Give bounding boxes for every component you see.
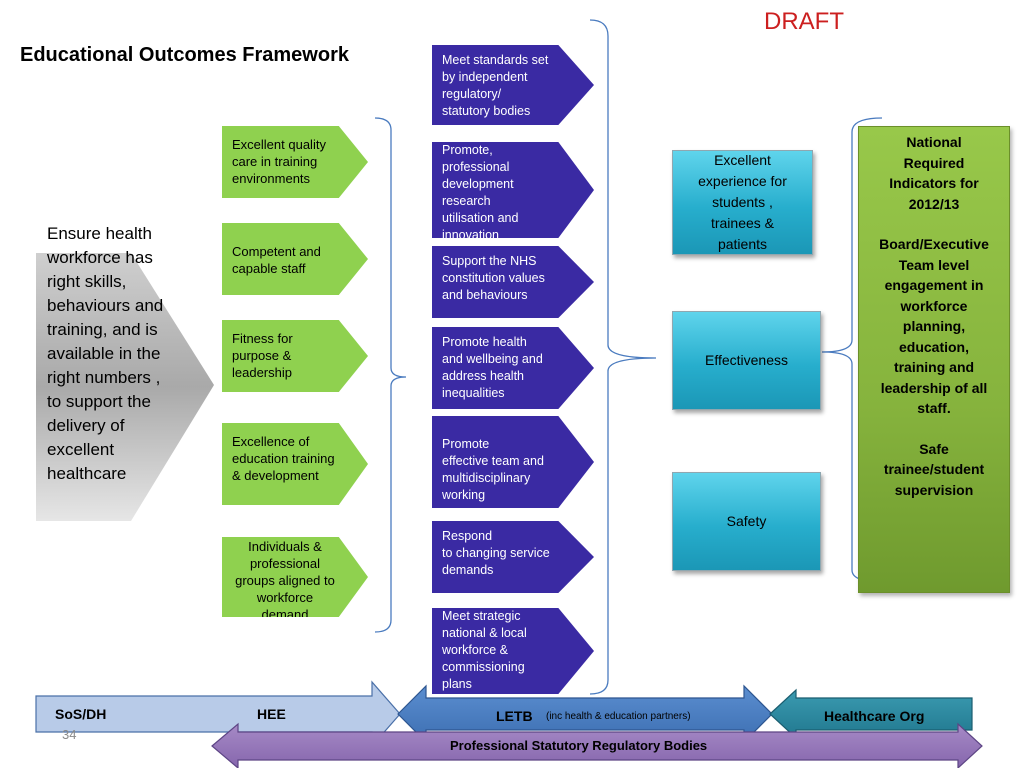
green-arrow-label: Excellence of education training & devel… [232,434,335,483]
national-board-engagement: Board/Executive Team level engagement in… [879,236,989,416]
psrb-arrow [211,722,983,768]
green-arrow-label: Competent and capable staff [232,244,321,276]
green-arrow-individuals-groups: Individuals & professional groups aligne… [222,537,368,617]
green-arrow-label: Fitness for purpose & leadership [232,331,293,380]
green-arrow-label: Individuals & professional groups aligne… [235,539,335,622]
letb-label: LETB [496,708,533,724]
outcome-label: Effectiveness [704,352,788,368]
outcome-label: Safety [726,513,767,529]
purple-arrow-label: Support the NHS constitution values and … [442,254,545,302]
sos-hee-arrow [35,680,401,748]
purple-arrow-label: Promote health and wellbeing and address… [442,335,543,400]
letb-note: (inc health & education partners) [546,711,691,722]
purple-arrow-changing-demands: Respond to changing service demands [432,521,594,593]
purple-arrow-label: Meet strategic national & local workforc… [442,609,527,691]
outcome-effectiveness: Effectiveness [672,311,821,410]
green-arrow-label: Excellent quality care in training envir… [232,137,326,186]
purple-arrow-label: Respond to changing service demands [442,529,550,577]
intro-arrow-shape [36,253,214,521]
intro-text: Ensure health workforce has right skills… [47,224,164,483]
slide-number: 34 [62,727,77,742]
hee-label: HEE [257,706,286,722]
page-title: Educational Outcomes Framework [20,44,349,66]
bottom-bars [35,680,983,768]
purple-group-bracket [589,19,657,695]
psrb-label: Professional Statutory Regulatory Bodies [450,738,708,753]
healthcare-org-label: Healthcare Org [824,708,925,724]
green-group-bracket [374,117,407,633]
purple-arrow-label: Meet standards set by independent regula… [442,53,549,118]
purple-arrow-nhs-constitution: Support the NHS constitution values and … [432,246,594,318]
outcome-excellent-experience: Excellent experience for students , trai… [672,150,813,255]
sos-dh-label: SoS/DH [55,706,107,722]
national-heading: National Required Indicators for 2012/13 [889,134,979,212]
national-indicators-box: National Required Indicators for 2012/13… [858,126,1010,593]
purple-arrow-label: Promote, professional development resear… [442,143,519,242]
draft-label: DRAFT [764,8,844,35]
national-safe-supervision: Safe trainee/student supervision [883,440,985,498]
green-arrow-quality-care: Excellent quality care in training envir… [222,126,368,198]
green-arrow-excellence-education: Excellence of education training & devel… [222,423,368,505]
purple-arrow-team-working: Promote effective team and multidiscipli… [432,416,594,508]
outcome-label: Excellent experience for students , trai… [698,152,787,252]
green-arrow-fitness-purpose: Fitness for purpose & leadership [222,320,368,392]
purple-arrow-health-wellbeing: Promote health and wellbeing and address… [432,327,594,409]
purple-arrow-strategic-plans: Meet strategic national & local workforc… [432,608,594,694]
green-arrow-competent-staff: Competent and capable staff [222,223,368,295]
purple-arrow-professional-development: Promote, professional development resear… [432,142,594,238]
outcome-safety: Safety [672,472,821,571]
purple-arrow-label: Promote effective team and multidiscipli… [442,437,544,502]
purple-arrow-meet-standards: Meet standards set by independent regula… [432,45,594,125]
